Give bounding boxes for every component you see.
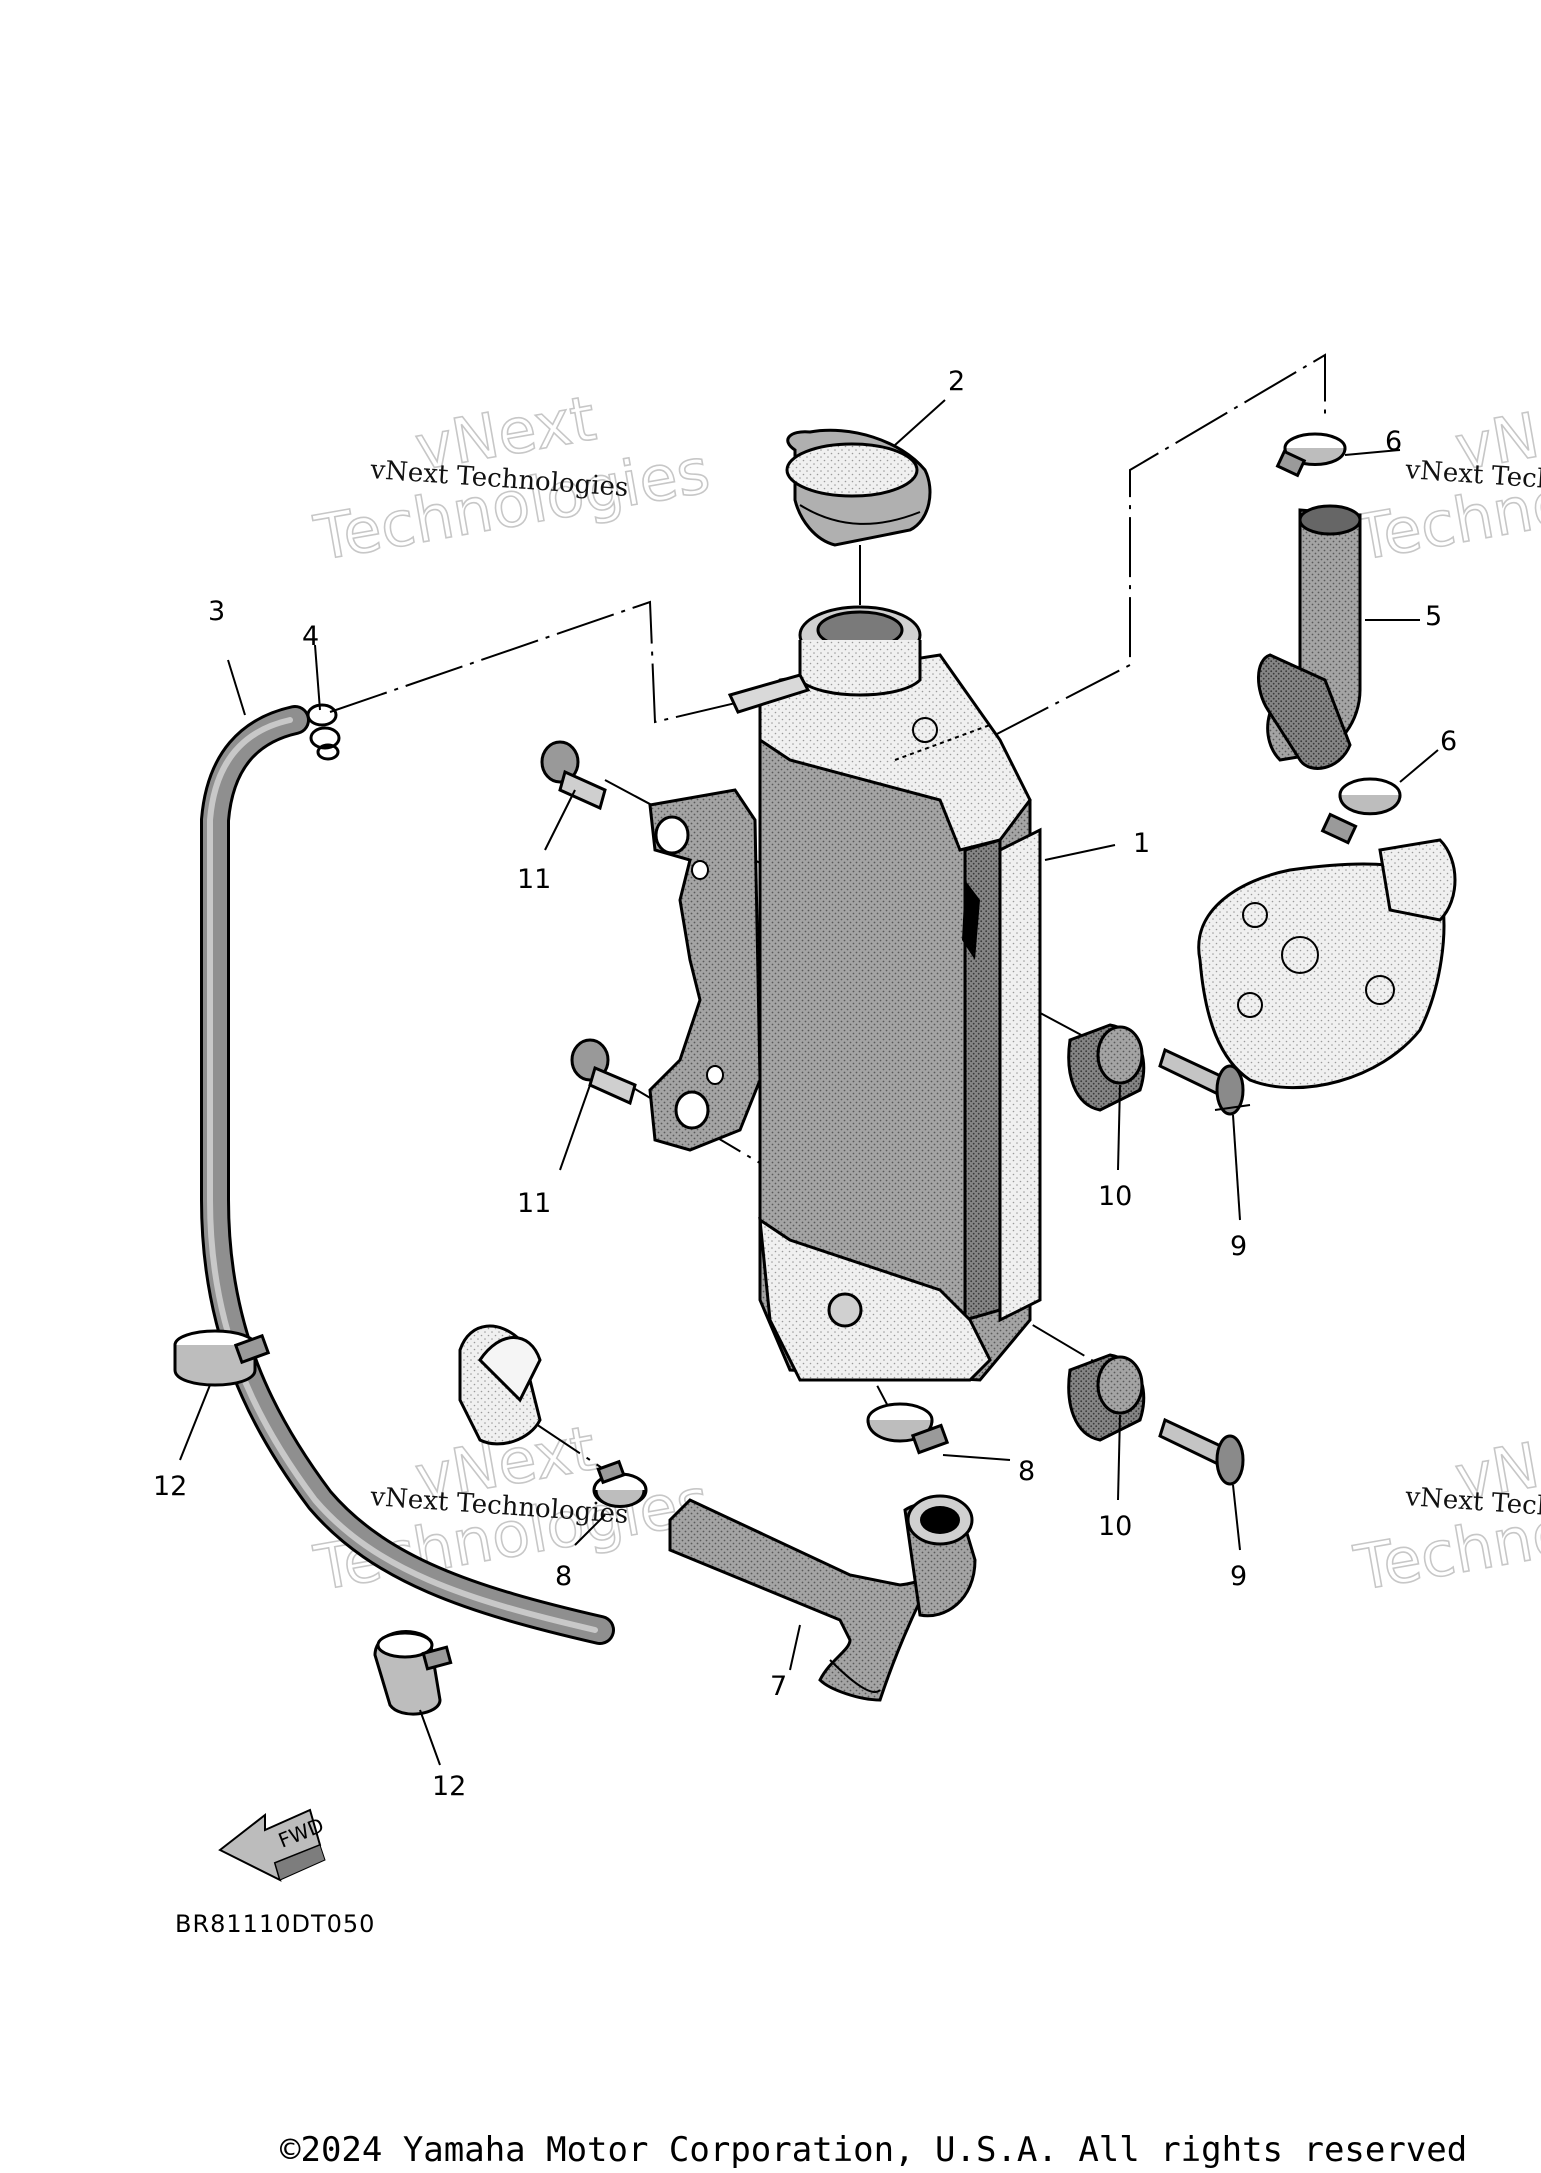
forward-arrow-icon: FWD (218, 1808, 327, 1882)
clamp-lower-right (866, 1402, 950, 1455)
callout-2: 2 (948, 366, 965, 397)
callout-6-bottom: 6 (1440, 726, 1457, 757)
diagram-code: BR81110DT050 (175, 1910, 375, 1938)
callout-1: 1 (1133, 828, 1150, 859)
grommet-upper (1067, 1023, 1146, 1112)
callout-5: 5 (1425, 601, 1442, 632)
clamp-lower-left (592, 1459, 648, 1508)
callout-9-lower: 9 (1230, 1561, 1247, 1592)
leader-lines (179, 399, 1439, 1766)
callout-4: 4 (302, 621, 319, 652)
bushing-lower (570, 1038, 637, 1106)
callout-11-lower: 11 (517, 1188, 551, 1219)
callout-12-upper: 12 (153, 1471, 187, 1502)
clamp-hose-lower (373, 1630, 453, 1716)
callout-10-lower: 10 (1098, 1511, 1132, 1542)
callout-8-right: 8 (1018, 1456, 1035, 1487)
callout-11-upper: 11 (517, 864, 551, 895)
watermark-top-left: vNext Technologies vNext Technologies (308, 381, 715, 576)
grommet-lower (1067, 1353, 1146, 1442)
radiator-core (648, 605, 1042, 1382)
watermark-top-right: vNext Technologies vNext Technologies (1348, 381, 1541, 576)
copyright-notice: ©2024 Yamaha Motor Corporation, U.S.A. A… (280, 2130, 1468, 2170)
clamp-hose-upper (173, 1329, 271, 1387)
cylinder-head-reference (1197, 838, 1457, 1090)
upper-hose (1257, 504, 1362, 770)
callout-9-upper: 9 (1230, 1231, 1247, 1262)
watermark-bottom-right: vNext Technologies vNext Technologies (1348, 1411, 1541, 1606)
clamp-upper-top (1275, 432, 1347, 478)
callout-6-top: 6 (1385, 426, 1402, 457)
hose-clip-small (306, 703, 341, 761)
callouts: 1 2 3 4 5 6 6 7 8 8 9 9 10 10 11 11 12 1… (153, 366, 1457, 1802)
callout-12-lower: 12 (432, 1771, 466, 1802)
callout-3: 3 (208, 596, 225, 627)
clamp-upper-bottom (1320, 777, 1402, 845)
pump-fitting-reference (458, 1324, 542, 1446)
bushing-upper (540, 740, 607, 811)
callout-10-upper: 10 (1098, 1181, 1132, 1212)
overflow-hose (200, 705, 615, 1645)
lower-hose (668, 1494, 977, 1702)
callout-8-left: 8 (555, 1561, 572, 1592)
callout-7: 7 (770, 1671, 787, 1702)
bolt-lower (1158, 1417, 1245, 1486)
radiator-cap (785, 428, 932, 547)
bolt-upper (1158, 1047, 1251, 1116)
